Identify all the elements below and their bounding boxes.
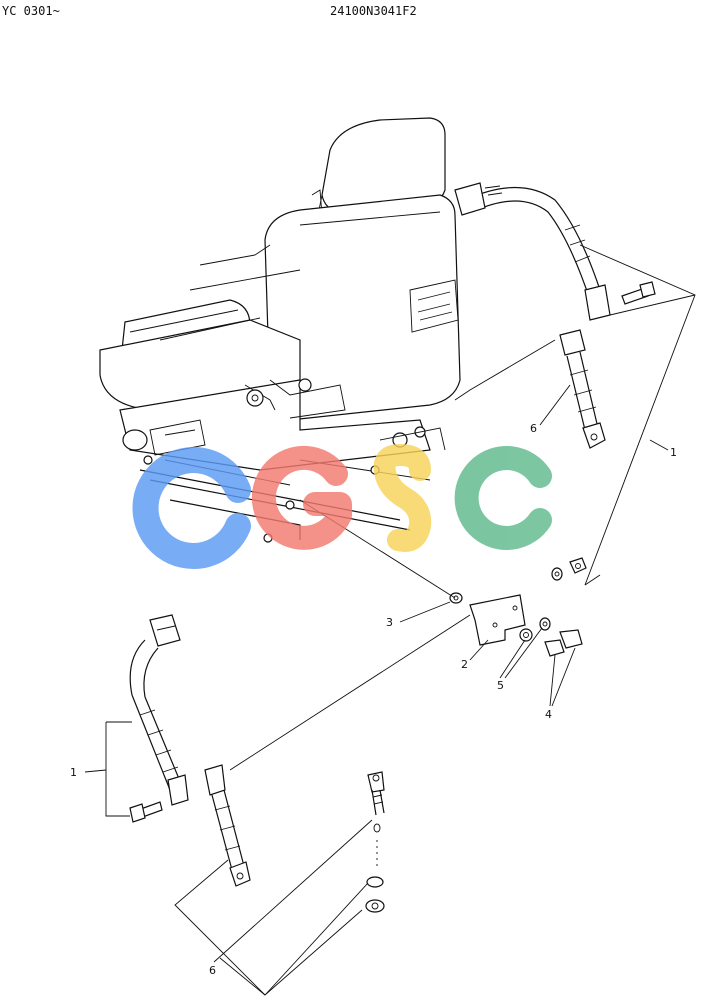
callout-3: 3 (386, 616, 393, 629)
watermark-letter-g (251, 445, 352, 550)
drawing-number: 24100N3041F2 (330, 4, 417, 18)
callout-4: 4 (545, 708, 552, 721)
callout-1-left: 1 (70, 766, 77, 779)
bracket-hardware (365, 557, 587, 913)
callout-5: 5 (497, 679, 504, 692)
watermark-letter-c2 (454, 446, 552, 550)
watermark-logo (132, 443, 552, 569)
callout-6-bottom: 6 (209, 964, 216, 977)
model-code: YC 0301~ (2, 4, 60, 18)
left-belt-assembly (129, 614, 251, 887)
callout-2: 2 (461, 658, 468, 671)
callout-6-right: 6 (530, 422, 537, 435)
right-belt-assembly (454, 182, 656, 449)
callout-1-right: 1 (670, 446, 677, 459)
watermark-letter-s (373, 443, 432, 552)
watermark-letter-c1 (132, 447, 251, 569)
